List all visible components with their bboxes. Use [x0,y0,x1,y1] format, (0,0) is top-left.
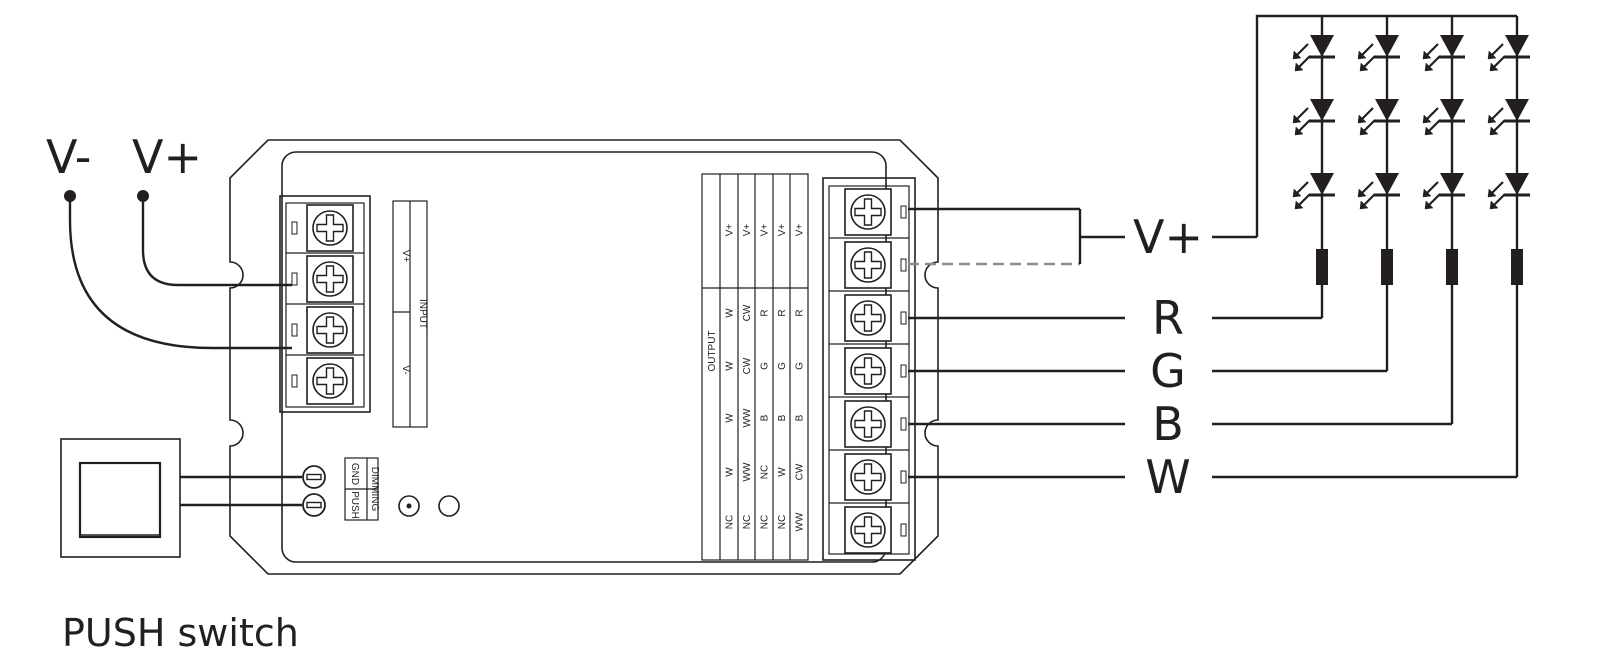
output-table-cell: G [777,362,788,370]
output-screw[interactable] [844,241,892,289]
led-strip [1255,14,1532,477]
output-table-title: OUTPUT [707,330,718,371]
output-screw[interactable] [844,400,892,448]
supply-plus-label: V+ [132,130,202,184]
input-label-box: INPUT V+ V- [392,200,428,428]
output-table-cell: NC [777,515,788,529]
output-table-cell: WW [742,462,753,481]
output-table-cell: R [795,309,806,316]
output-table-cell: G [795,362,806,370]
output-label: G [1150,344,1186,398]
output-table-cell: G [760,362,771,370]
dimming-gnd-label: GND [349,463,360,485]
output-table-cell: V+ [795,224,806,237]
push-switch[interactable] [60,438,181,558]
output-label: V+ [1133,210,1203,264]
dimming-knob[interactable] [302,465,326,489]
output-table-cell: W [725,467,736,477]
output-table-cell: NC [760,465,771,479]
led-diode [1486,97,1532,137]
output-table-cell: NC [760,515,771,529]
output-table-cell: CW [795,463,806,480]
output-screw[interactable] [844,347,892,395]
output-table-cell: W [777,467,788,477]
input-screw[interactable] [306,255,354,303]
supply-minus-label: V- [46,130,91,184]
output-label: R [1152,291,1184,345]
led-column [1356,16,1402,371]
led-resistor [1446,249,1458,285]
led-diode [1486,33,1532,73]
led-diode [1291,171,1337,211]
input-screw[interactable] [306,204,354,252]
output-table-cell: V+ [742,224,753,237]
output-screw[interactable] [844,506,892,554]
led-diode [1291,33,1337,73]
led-column [1421,16,1467,424]
led-column [1291,16,1337,318]
output-mapping-table: OUTPUT V+WWWWNCV+CWCWWWWWNCV+RGBNCNCV+RG… [701,173,809,561]
output-table-cell: B [760,414,771,421]
supply-plus-wire [141,196,292,287]
push-switch-caption: PUSH switch [62,611,299,655]
output-terminal-block [822,177,916,561]
output-table-cell: NC [742,515,753,529]
dimming-title: DIMMING [369,467,380,512]
supply-minus-wire [68,196,292,350]
led-resistor [1511,249,1523,285]
output-screw[interactable] [844,294,892,342]
input-terminal-block [279,195,371,413]
status-led-indicator [398,495,420,517]
output-table-cell: W [725,361,736,371]
dimming-push-label: PUSH [349,491,360,519]
led-diode [1486,171,1532,211]
led-diode [1356,171,1402,211]
output-table-cell: WW [795,512,806,531]
dimming-label-box: DIMMING GND PUSH [344,457,380,521]
led-column [1486,16,1532,477]
led-resistor [1381,249,1393,285]
input-screw[interactable] [306,306,354,354]
led-diode [1421,171,1467,211]
output-table-cell: W [725,413,736,423]
output-table-cell: R [760,309,771,316]
led-diode [1421,33,1467,73]
led-diode [1356,97,1402,137]
output-table-cell: B [777,414,788,421]
input-screw[interactable] [306,357,354,405]
led-diode [1291,97,1337,137]
output-table-cell: WW [742,408,753,427]
output-label: B [1152,397,1184,451]
output-table-cell: V+ [725,224,736,237]
output-table-cell: R [777,309,788,316]
output-table-cell: B [795,414,806,421]
input-plus-label: V+ [400,250,411,263]
output-label: W [1145,450,1190,504]
led-diode [1421,97,1467,137]
output-wires [908,207,1517,479]
led-resistor [1316,249,1328,285]
output-table-cell: V+ [760,224,771,237]
output-screw[interactable] [844,453,892,501]
dimming-knob[interactable] [302,493,326,517]
output-screw[interactable] [844,188,892,236]
output-table-cell: NC [725,515,736,529]
led-diode [1356,33,1402,73]
output-table-cell: CW [742,357,753,374]
mode-button[interactable] [438,495,460,517]
output-table-cell: CW [742,304,753,321]
input-title: INPUT [417,299,428,329]
input-minus-label: V- [400,365,411,374]
output-table-cell: W [725,308,736,318]
output-table-cell: V+ [777,224,788,237]
